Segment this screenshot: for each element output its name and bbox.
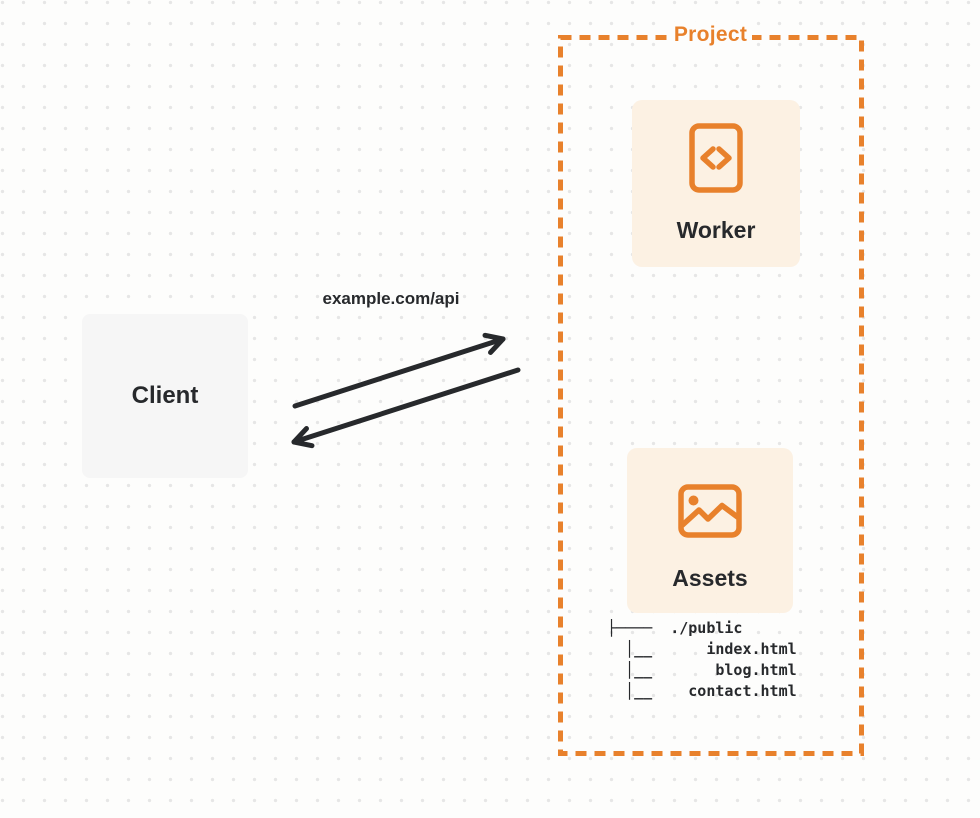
image-icon	[678, 484, 742, 538]
request-arrow	[292, 332, 506, 409]
code-file-icon	[689, 123, 743, 193]
project-label: Project	[668, 22, 753, 48]
response-arrow	[291, 367, 521, 449]
assets-file-tree: ├──── ./public │__ index.html │__ blog.h…	[607, 619, 797, 700]
worker-label: Worker	[676, 217, 756, 243]
project-label-wrap: Project	[560, 22, 861, 48]
assets-label: Assets	[672, 565, 748, 591]
client-label: Client	[131, 382, 199, 409]
request-url-label: example.com/api	[322, 289, 460, 308]
worker-node: Worker	[632, 100, 800, 267]
assets-node: Assets	[627, 448, 793, 613]
client-node: Client	[82, 314, 248, 478]
